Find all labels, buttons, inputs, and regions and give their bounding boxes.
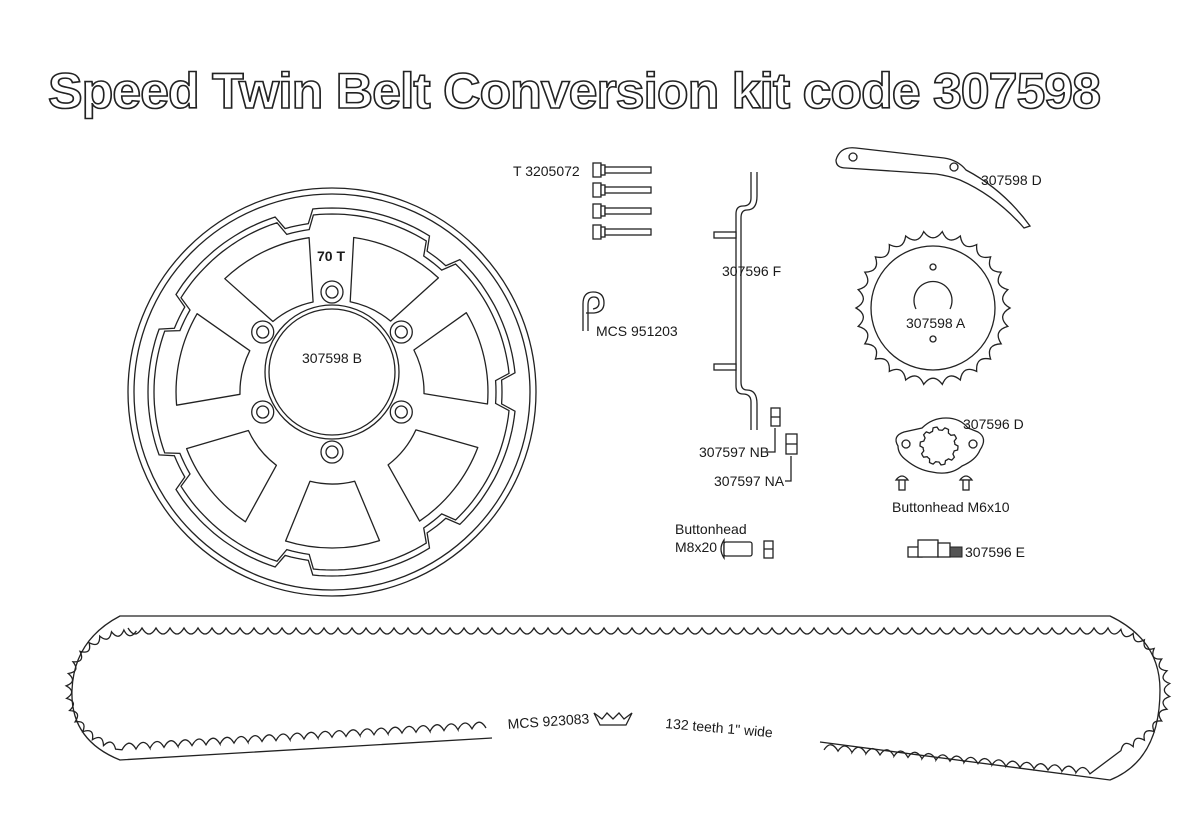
- buttonhead-m8-label: Buttonhead: [675, 521, 747, 537]
- rear-pulley-drawing: 307598 B 70 T: [127, 187, 537, 597]
- belt-inner-teeth-left: [64, 628, 487, 751]
- front-pulley-drawing: 307598 A: [854, 230, 1012, 386]
- buttonhead-m8-size: M8x20: [675, 539, 717, 555]
- drive-belt-drawing: MCS 923083 132 teeth 1" wide: [64, 615, 1172, 781]
- bracket-code: 307596 F: [722, 263, 781, 279]
- belt-code: MCS 923083: [507, 710, 590, 732]
- spacers-drawing: 307597 NB 307597 NA: [699, 407, 798, 489]
- spacer-na-code: 307597 NA: [714, 473, 785, 489]
- buttonhead-m6-drawing: Buttonhead M6x10: [892, 475, 1010, 515]
- lock-plate-drawing: 307596 D: [895, 416, 1024, 474]
- belt-guard-drawing: 307598 D: [835, 147, 1042, 229]
- clip-code: MCS 951203: [596, 323, 678, 339]
- bracket-drawing: 307596 F: [713, 172, 781, 430]
- rear-pulley-code: 307598 B: [302, 350, 362, 366]
- bolts-code: T 3205072: [513, 163, 580, 179]
- rear-pulley-teeth-mark: 70 T: [317, 248, 345, 264]
- front-pulley-code: 307598 A: [906, 315, 966, 331]
- buttonhead-m6-label: Buttonhead M6x10: [892, 499, 1010, 515]
- plate-code: 307596 D: [963, 416, 1024, 432]
- r-clip-drawing: MCS 951203: [582, 291, 678, 339]
- spacer-nb-code: 307597 NB: [699, 444, 769, 460]
- kit-title: Speed Twin Belt Conversion kit code 3075…: [48, 63, 1100, 119]
- tool-307596-e-drawing: 307596 E: [907, 539, 1025, 560]
- buttonhead-m8-drawing: Buttonhead M8x20: [675, 521, 774, 561]
- guard-code: 307598 D: [981, 172, 1042, 188]
- belt-spec: 132 teeth 1" wide: [665, 715, 774, 740]
- tool-code: 307596 E: [965, 544, 1025, 560]
- flange-bolts-drawing: T 3205072: [513, 162, 652, 240]
